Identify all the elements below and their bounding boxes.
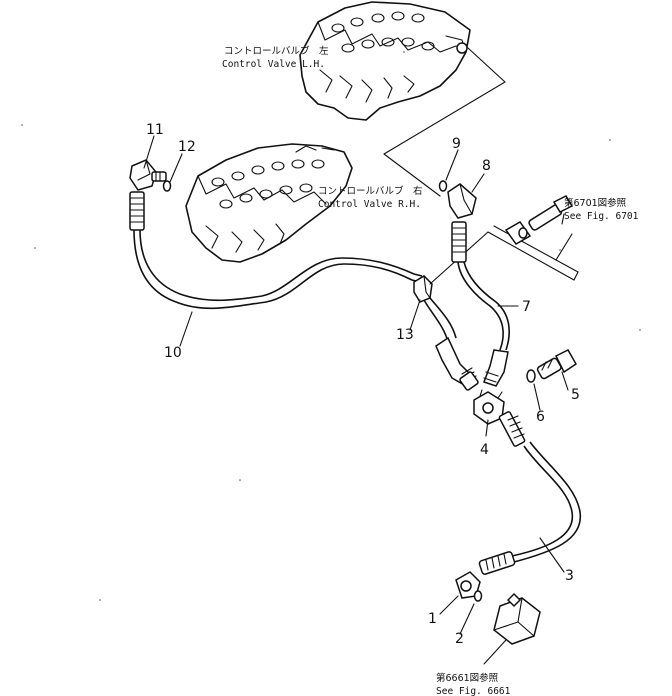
part-number-6: 6 xyxy=(536,409,545,425)
bolt-fig-6701 xyxy=(518,195,574,239)
fig-6701-jp: 第6701図参照 xyxy=(564,197,627,209)
o-ring-2 xyxy=(473,590,483,602)
part-number-1: 1 xyxy=(428,611,437,627)
leader-lines xyxy=(143,135,573,665)
part-number-4: 4 xyxy=(480,442,489,458)
elbow-fitting-11 xyxy=(129,159,167,191)
fig-6661-jp: 第6661図参照 xyxy=(436,672,499,684)
o-ring-12 xyxy=(162,180,172,192)
part-number-8: 8 xyxy=(482,158,491,174)
part-number-3: 3 xyxy=(565,568,574,584)
tee-fitting-4 xyxy=(473,389,505,425)
elbow-fitting-8 xyxy=(447,183,477,263)
control-valve-rh-en: Control Valve R.H. xyxy=(318,199,421,210)
fig-6701-en: See Fig. 6701 xyxy=(564,211,639,222)
part-number-12: 12 xyxy=(178,139,196,155)
part-number-2: 2 xyxy=(455,631,464,647)
callout-control-valve-rh: コントロールバルブ 右 Control Valve R.H. xyxy=(318,185,423,210)
fig-6661-en: See Fig. 6661 xyxy=(436,686,511,696)
control-valve-lh-en: Control Valve L.H. xyxy=(222,59,325,70)
part-number-7: 7 xyxy=(522,299,531,315)
hose-3 xyxy=(478,411,582,575)
callout-fig-6661: 第6661図参照 See Fig. 6661 xyxy=(436,672,511,696)
scan-speckle xyxy=(21,51,641,601)
hose-10 xyxy=(129,191,423,310)
clamp-13 xyxy=(413,275,433,303)
part-number-10: 10 xyxy=(164,345,182,361)
control-valve-rh-jp: コントロールバルブ 右 xyxy=(318,185,423,197)
part-number-11: 11 xyxy=(146,122,164,138)
bolt-5 xyxy=(536,349,577,380)
fitting-1 xyxy=(455,571,481,599)
part-number-13: 13 xyxy=(396,327,414,343)
o-ring-9 xyxy=(438,180,448,192)
block-fig-6661 xyxy=(493,592,541,645)
o-ring-6 xyxy=(526,369,536,383)
hose-10-lower xyxy=(423,297,479,391)
hose-7 xyxy=(457,261,510,387)
control-valve-lh-drawing xyxy=(299,1,471,121)
pilot-line-lh xyxy=(383,47,506,197)
part-number-9: 9 xyxy=(452,136,461,152)
callout-control-valve-lh: コントロールバルブ 左 Control Valve L.H. xyxy=(222,45,329,70)
callout-fig-6701: 第6701図参照 See Fig. 6701 xyxy=(564,197,639,222)
part-numbers: 11 12 9 8 7 10 13 5 6 4 3 1 2 xyxy=(146,122,580,647)
control-valve-rh-drawing xyxy=(185,143,353,263)
control-valve-lh-jp: コントロールバルブ 左 xyxy=(224,45,329,57)
part-number-5: 5 xyxy=(571,387,580,403)
